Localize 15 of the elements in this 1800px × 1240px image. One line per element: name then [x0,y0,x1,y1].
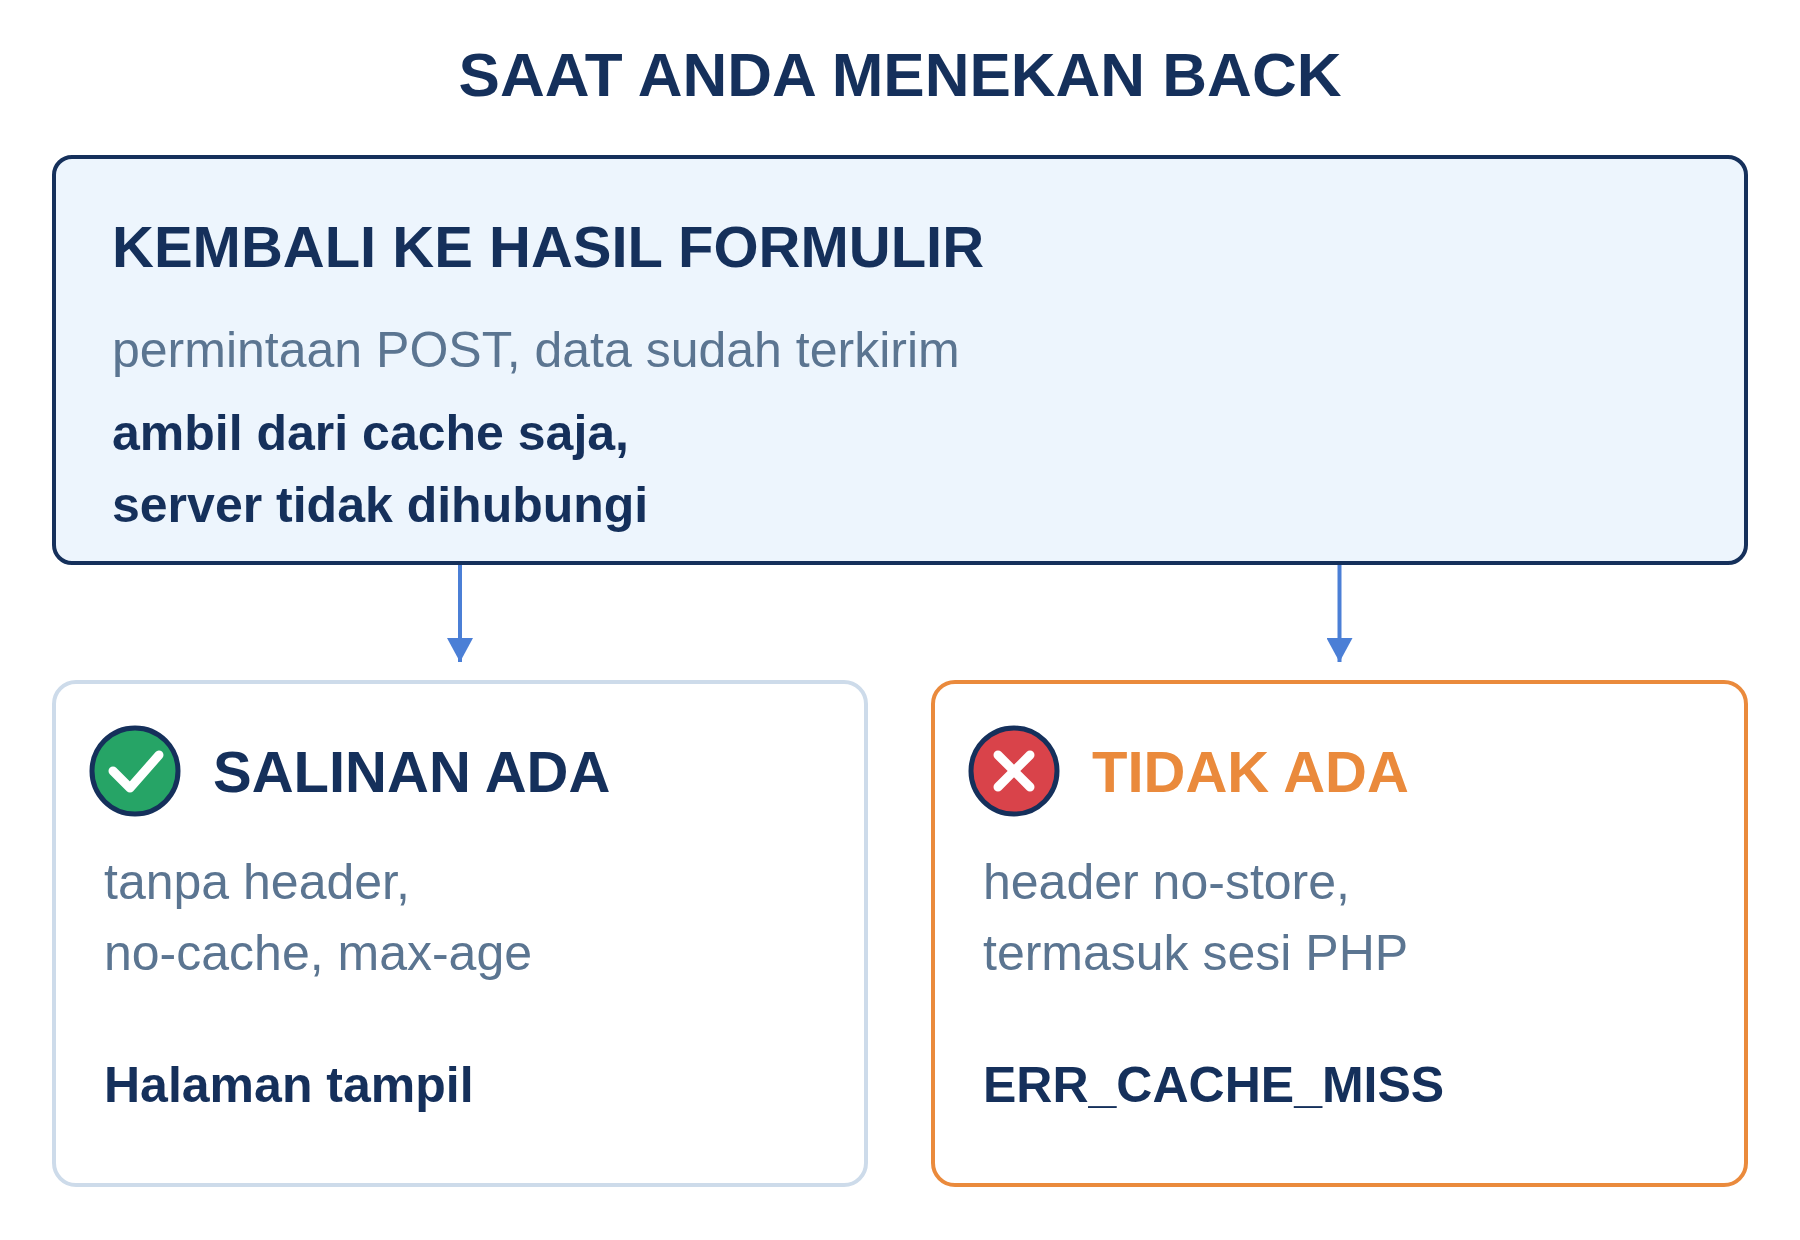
description-text: tanpa header, no-cache, max-age [104,853,534,983]
outcome-text: Halaman tampil [104,1056,474,1115]
description-text: permintaan POST, data sudah terkirim [112,321,960,380]
box-heading: TIDAK ADA [1092,737,1409,805]
outcome-text: ERR_CACHE_MISS [983,1056,1445,1115]
arrow [1326,564,1353,662]
outcome-text: ambil dari cache saja, server tidak dihubungi [112,404,650,535]
process-box [52,155,1748,565]
result-box [931,680,1748,1187]
box-heading: SALINAN ADA [213,737,611,805]
description-text: header no-store, termasuk sesi PHP [983,853,1410,983]
box-heading: KEMBALI KE HASIL FORMULIR [112,213,985,280]
arrow [447,564,473,662]
diagram-title: SAAT ANDA MENEKAN BACK [458,39,1342,110]
result-box [52,680,868,1187]
